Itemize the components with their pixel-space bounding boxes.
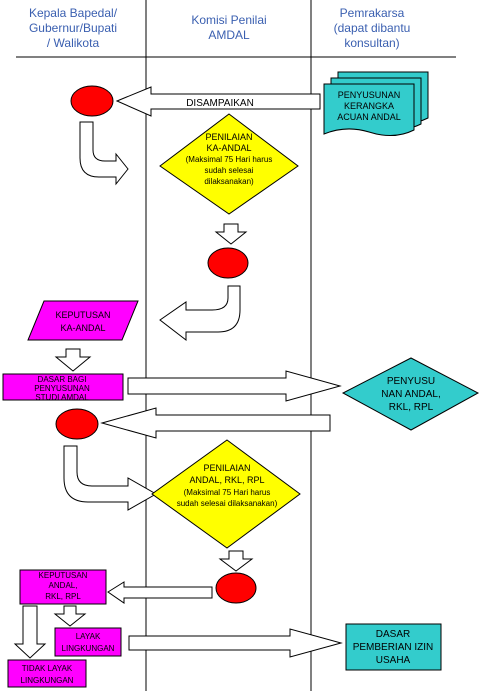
disampaikan-arrow: DISAMPAIKAN <box>115 86 321 117</box>
penyusunan-kerangka-document: PENYUSUNAN KERANGKA ACUAN ANDAL <box>323 71 429 136</box>
tidak-layak-line-1: TIDAK LAYAK <box>22 664 73 673</box>
header-col-pemrakarsa-line-2: (dapat dibantu <box>334 21 411 35</box>
down-arrow-to-circle-4 <box>218 550 254 572</box>
process-circle-1 <box>70 85 114 117</box>
penilaian-andal-line-2: ANDAL, RKL, RPL <box>189 475 264 485</box>
keputusan-andal-line-3: RKL, RPL <box>45 592 81 601</box>
keputusan-andal-line-1: KEPUTUSAN <box>39 571 88 580</box>
header-col-pemrakarsa-line-1: Pemrakarsa <box>340 6 405 20</box>
down-arrow-to-tidak-layak <box>13 605 47 659</box>
layak-lingkungan-box: LAYAK LINGKUNGAN <box>54 627 122 657</box>
penilaian-andal-line-1: PENILAIAN <box>203 463 250 473</box>
penyusunan-andal-line-2: NAN ANDAL, <box>381 389 440 400</box>
dasar-bagi-box: DASAR BAGI PENYUSUNAN STUDI AMDAL <box>2 373 124 402</box>
penyusunan-andal-line-3: RKL, RPL <box>389 402 434 413</box>
right-arrow-to-dasar-izin <box>128 628 343 658</box>
penilaian-andal-diamond: PENILAIAN ANDAL, RKL, RPL (Maksimal 75 H… <box>151 439 301 549</box>
curved-arrow-circle2-to-keputusan <box>159 285 241 342</box>
penilaian-ka-andal-diamond: PENILAIAN KA-ANDAL (Maksimal 75 Hari har… <box>159 113 299 215</box>
left-arrow-to-circle-3 <box>100 407 331 439</box>
header-col-kepala: Kepala Bapedal/ Gubernur/Bupati / Waliko… <box>29 6 118 50</box>
header-col-komisi-line-1: Komisi Penilai <box>191 13 266 27</box>
penilaian-ka-andal-line-1: PENILAIAN <box>205 132 252 142</box>
right-arrow-to-penyusunan-andal <box>127 370 342 402</box>
penilaian-andal-line-4: sudah selesai dilaksanakan) <box>177 499 278 508</box>
header-col-komisi: Komisi Penilai AMDAL <box>191 13 266 42</box>
header-col-kepala-line-1: Kepala Bapedal/ <box>29 6 118 20</box>
process-circle-2 <box>207 247 249 279</box>
penilaian-ka-andal-line-5: dilaksanakan) <box>204 177 254 186</box>
keputusan-andal-box: KEPUTUSAN ANDAL, RKL, RPL <box>19 569 107 605</box>
dasar-bagi-line-2: PENYUSUNAN <box>34 384 90 393</box>
penyusunan-kerangka-line-1: PENYUSUNAN <box>338 90 401 100</box>
header-col-pemrakarsa: Pemrakarsa (dapat dibantu konsultan) <box>334 6 411 50</box>
penilaian-ka-andal-line-2: KA-ANDAL <box>206 143 251 153</box>
keputusan-ka-andal-line-2: KA-ANDAL <box>60 323 105 333</box>
dasar-izin-line-3: USAHA <box>376 655 411 666</box>
penyusunan-kerangka-line-2: KERANGKA <box>344 101 394 111</box>
header-col-kepala-line-2: Gubernur/Bupati <box>29 21 117 35</box>
tidak-layak-line-2: LINGKUNGAN <box>21 676 74 685</box>
penilaian-ka-andal-line-4: sudah selesai <box>205 166 254 175</box>
tidak-layak-box: TIDAK LAYAK LINGKUNGAN <box>7 659 87 688</box>
dasar-izin-box: DASAR PEMBERIAN IZIN USAHA <box>345 623 442 671</box>
dasar-izin-line-1: DASAR <box>376 629 410 640</box>
header-col-pemrakarsa-line-3: konsultan) <box>344 36 399 50</box>
curved-arrow-circle1-to-penilaian <box>79 121 129 186</box>
keputusan-andal-line-2: ANDAL, <box>49 581 78 590</box>
penyusunan-andal-diamond: PENYUSU NAN ANDAL, RKL, RPL <box>341 357 480 431</box>
down-arrow-to-layak <box>53 605 87 627</box>
layak-line-2: LINGKUNGAN <box>62 644 115 653</box>
penilaian-ka-andal-line-3: (Maksimal 75 Hari harus <box>186 155 273 164</box>
down-arrow-to-circle-2 <box>214 223 248 245</box>
penyusunan-andal-line-1: PENYUSU <box>387 376 435 387</box>
penilaian-andal-line-3: (Maksimal 75 Hari harus <box>184 488 271 497</box>
dasar-izin-line-2: PEMBERIAN IZIN <box>353 642 434 653</box>
keputusan-ka-andal-shape: KEPUTUSAN KA-ANDAL <box>27 300 139 341</box>
penyusunan-kerangka-line-3: ACUAN ANDAL <box>337 112 401 122</box>
dasar-bagi-line-1: DASAR BAGI <box>38 375 87 384</box>
left-arrow-to-keputusan-andal <box>107 581 213 604</box>
header-col-komisi-line-2: AMDAL <box>208 28 250 42</box>
disampaikan-label: DISAMPAIKAN <box>186 98 254 109</box>
curved-arrow-circle3-to-penilaian <box>63 445 158 511</box>
header-col-kepala-line-3: / Walikota <box>47 36 100 50</box>
dasar-bagi-line-3: STUDI AMDAL <box>35 393 89 402</box>
process-circle-3 <box>55 408 99 440</box>
keputusan-ka-andal-line-1: KEPUTUSAN <box>55 310 110 320</box>
process-circle-4 <box>215 572 257 604</box>
down-arrow-to-dasar-bagi <box>54 348 92 372</box>
layak-line-1: LAYAK <box>76 632 101 641</box>
